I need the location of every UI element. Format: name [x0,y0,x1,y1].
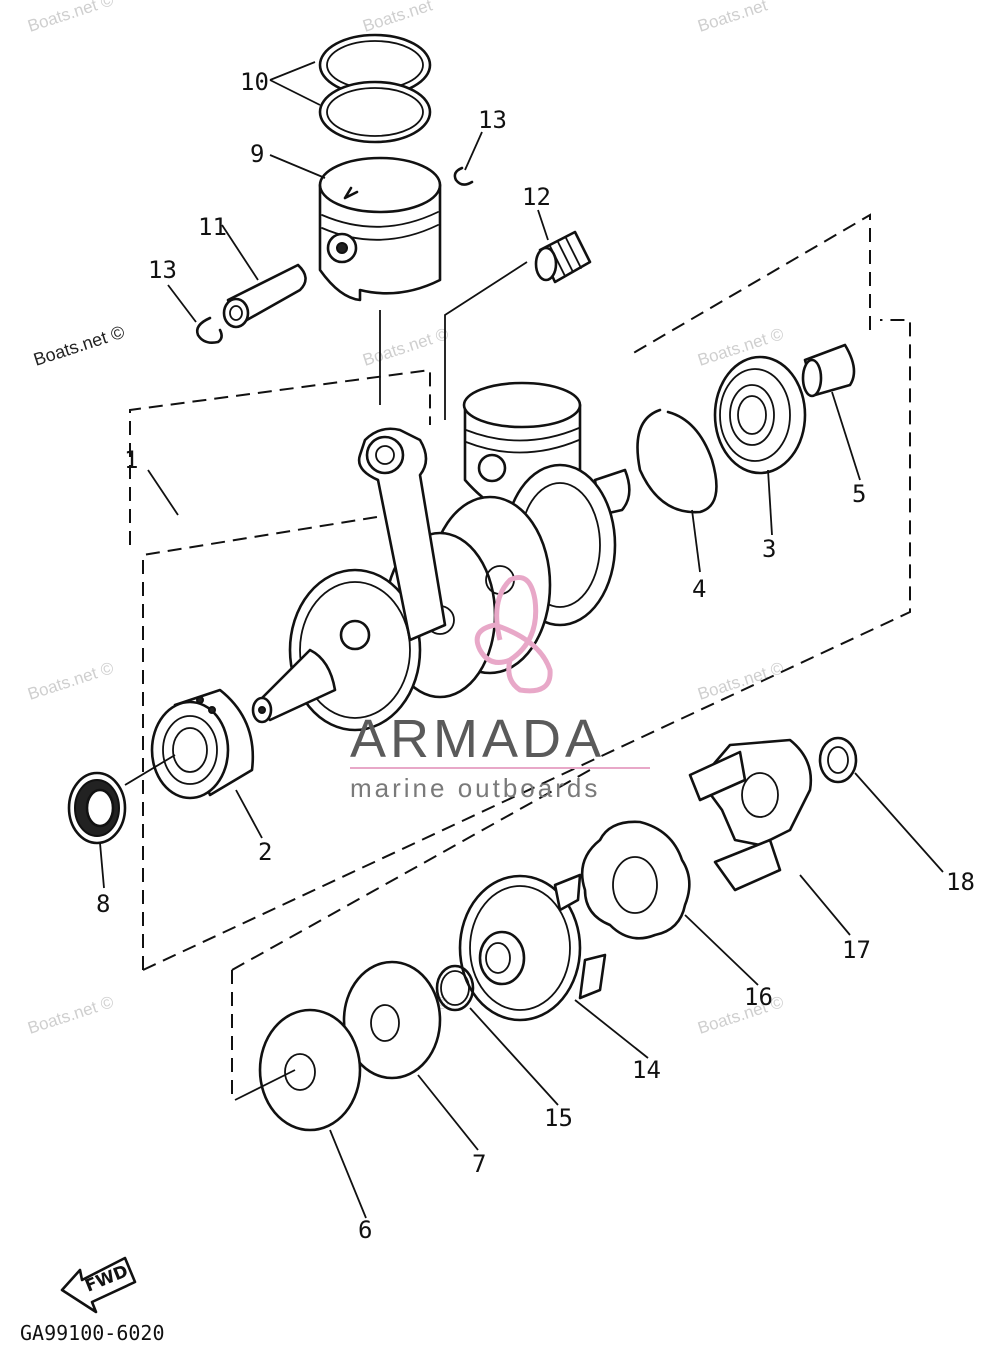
circlip [636,408,718,514]
piston-pin-clips [195,166,474,344]
callout-5: 5 [852,480,866,508]
callout-6: 6 [358,1216,372,1244]
callout-11: 11 [198,213,227,241]
callout-8: 8 [96,890,110,918]
thrust-plate [342,960,442,1080]
shim-plate [258,1008,362,1132]
oil-seal [67,771,127,845]
bushing [801,343,856,398]
callout-12: 12 [522,183,551,211]
callout-10: 10 [240,68,269,96]
main-bearing-right [713,355,807,475]
callout-2: 2 [258,838,272,866]
callout-1: 1 [124,446,138,474]
piston-rings [318,33,432,144]
callout-15: 15 [544,1104,573,1132]
watermark: Boats.net [695,0,769,36]
watermark: Boats.net © [25,992,116,1038]
o-ring [435,964,475,1012]
leader-lines [99,61,944,1219]
callout-3: 3 [762,535,776,563]
washer [818,736,858,784]
piston [318,156,442,302]
callout-18: 18 [946,868,975,896]
callout-13: 13 [478,106,507,134]
callout-16: 16 [744,983,773,1011]
main-bearing [150,688,255,800]
watermark: Boats.net © [25,0,116,36]
callout-17: 17 [842,936,871,964]
coupling-hub [688,738,813,892]
drive-hub [458,873,607,1022]
callout-7: 7 [472,1150,486,1178]
brand-logo: ARMADA marine outboards [350,575,650,803]
watermark: Boats.net © [360,324,451,370]
crankshaft-assembly [251,381,631,732]
watermark: Boats.net [360,0,434,36]
brand-logo-emblem [474,575,553,694]
rubber-damper [580,820,691,940]
diagram-code: GA99100-6020 [20,1321,165,1345]
callout-14: 14 [632,1056,661,1084]
fwd-arrow-icon: FWD [60,1256,137,1314]
brand-tagline: marine outboards [350,773,600,803]
callout-9: 9 [250,140,264,168]
watermark: Boats.net © [25,658,116,704]
callout-4: 4 [692,575,706,603]
watermark: Boats.net © [695,658,786,704]
brand-name: ARMADA [350,709,605,769]
small-end-bearing [534,230,592,284]
callout-labels: 10 9 13 11 13 12 1 4 3 5 2 8 18 17 16 14… [96,68,975,1244]
callout-13: 13 [148,256,177,284]
watermark: Boats.net © [31,322,127,370]
assembly-dashed-boxes [129,213,911,1100]
piston-pin [222,263,307,329]
